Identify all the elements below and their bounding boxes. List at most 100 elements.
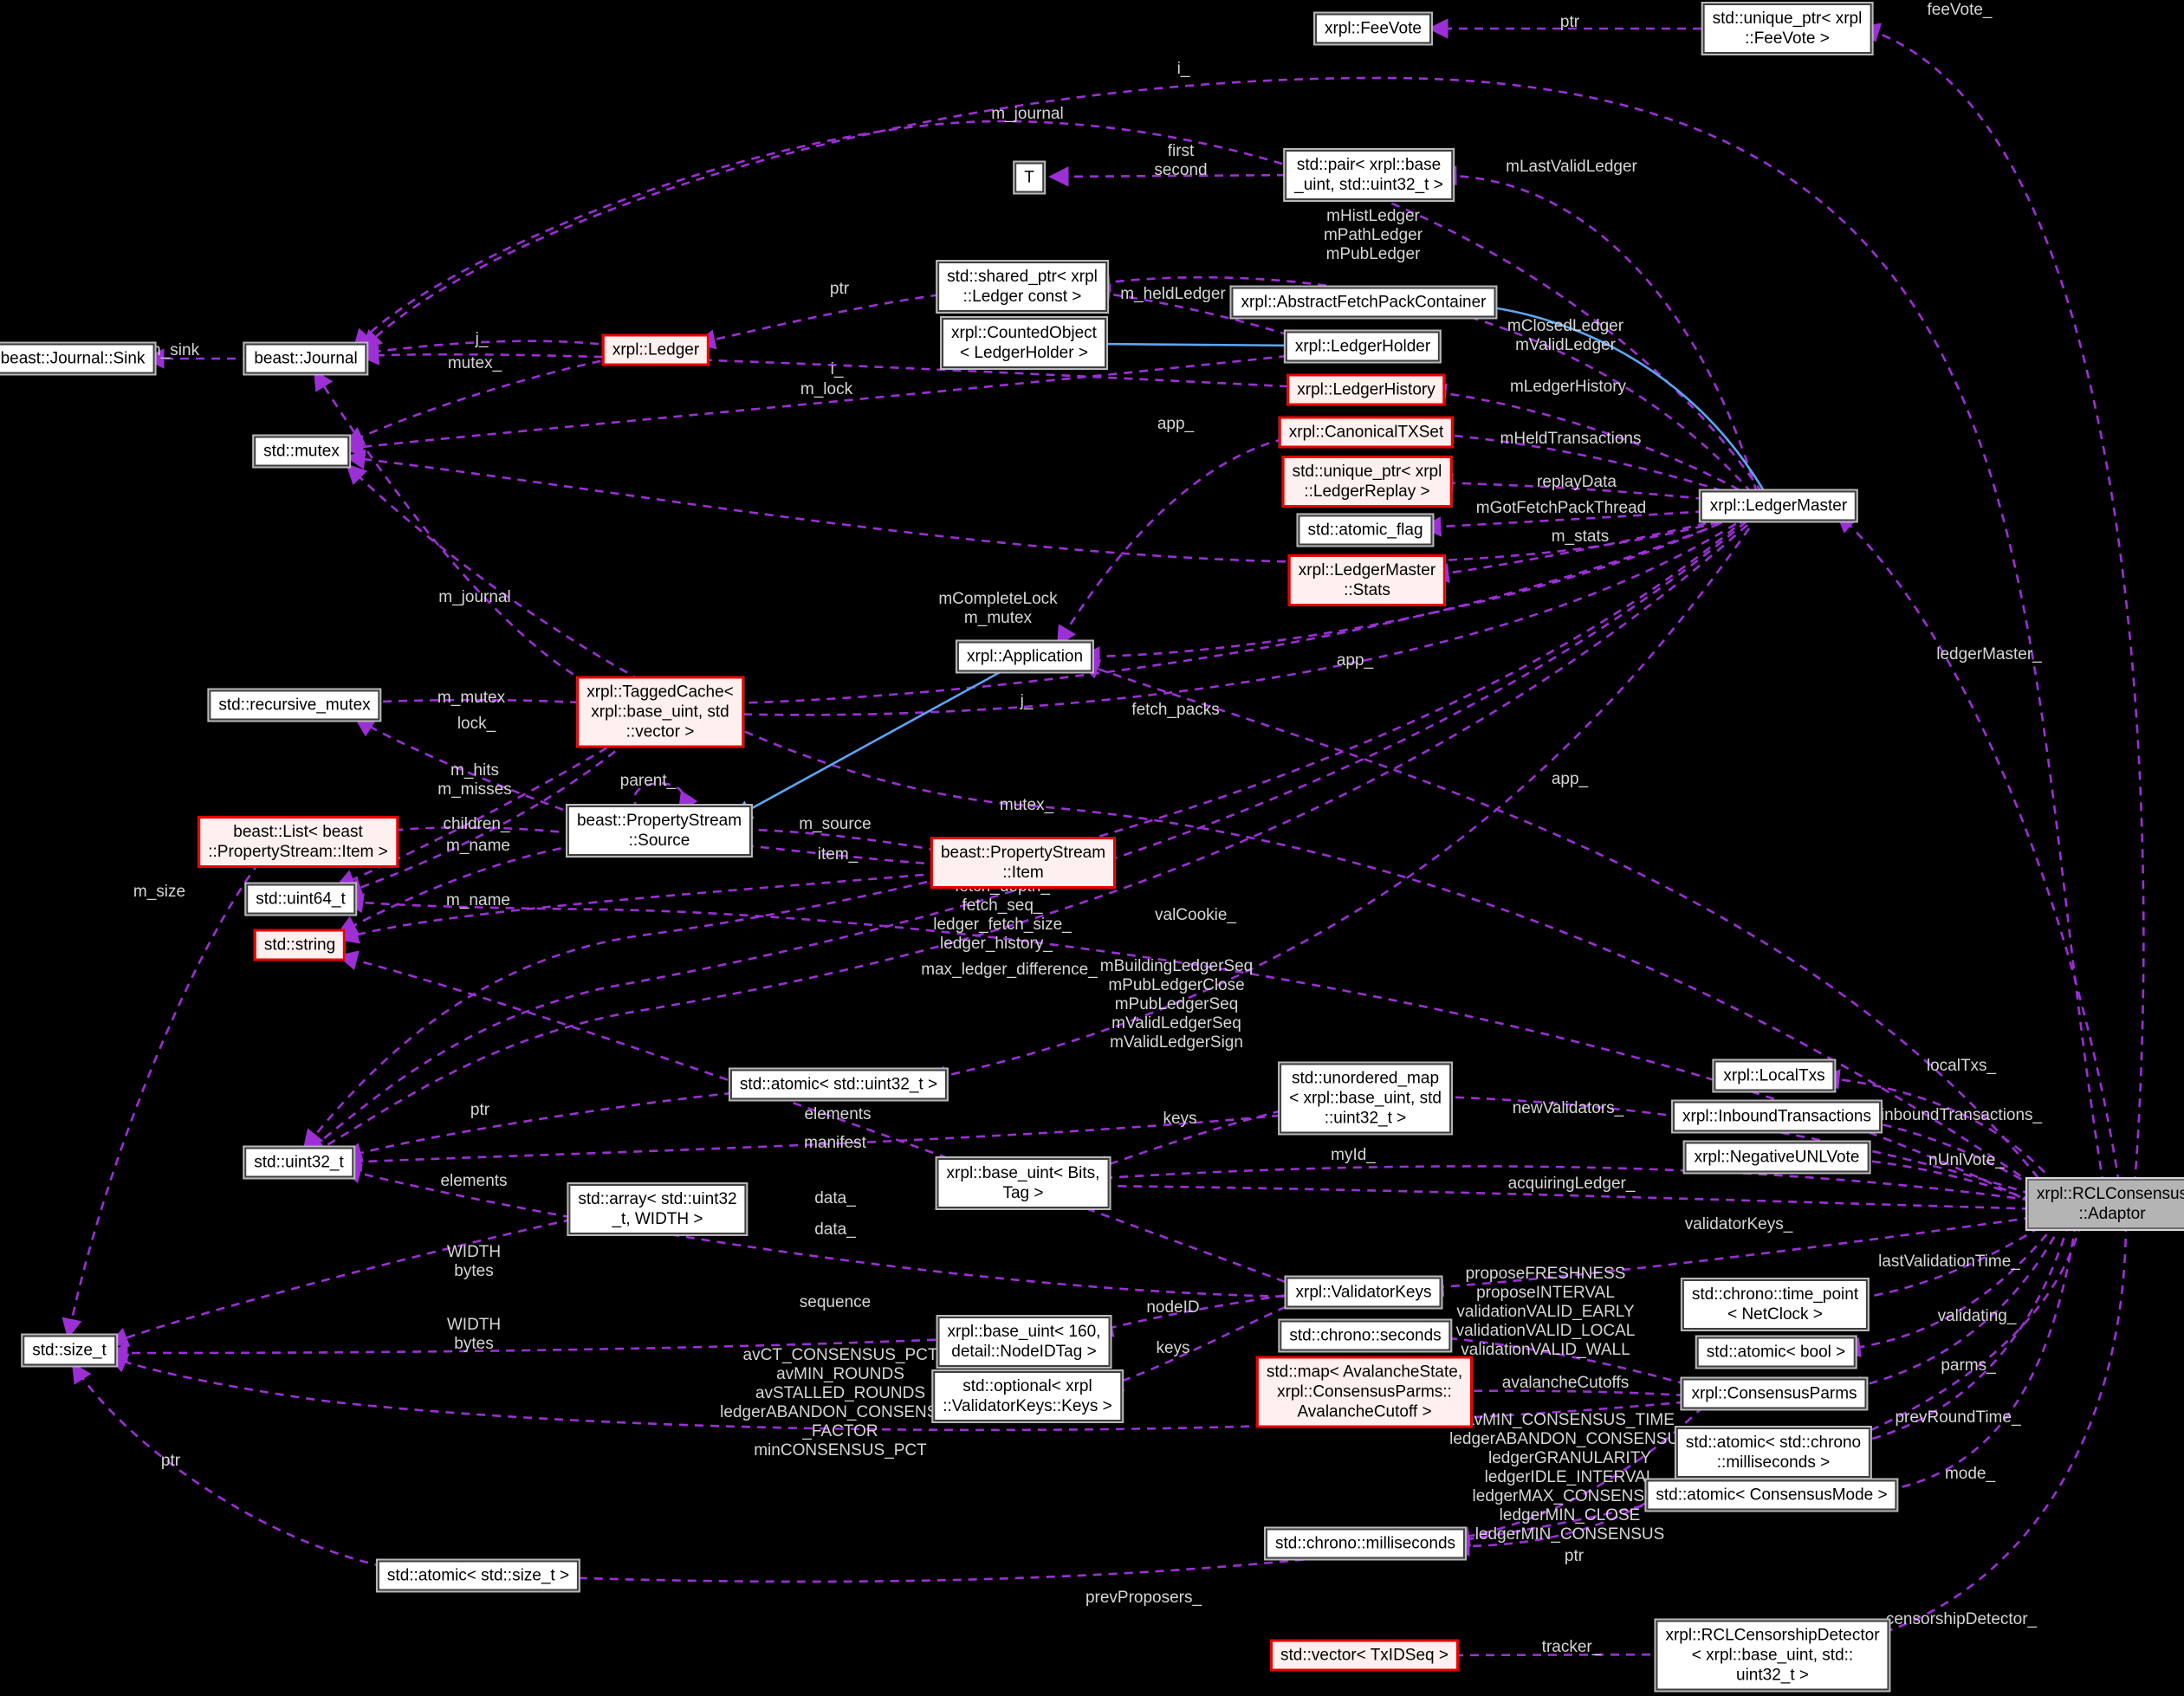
edge-label: elements [440, 1172, 508, 1190]
graph-edge [1087, 1175, 2047, 1211]
edge-label: mode_ [1944, 1465, 1996, 1483]
edge-label: i_ [1176, 60, 1190, 78]
edge-label: app_ [1157, 415, 1195, 433]
edge-label: mGotFetchPackThread [1475, 499, 1647, 517]
edge-label: avCT_CONSENSUS_PCT avMIN_ROUNDS avSTALLE… [720, 1346, 961, 1460]
graph-node-negative-unl-vote[interactable]: xrpl::NegativeUNLVote [1682, 1140, 1871, 1175]
graph-node-atomic-bool[interactable]: std::atomic< bool > [1695, 1335, 1857, 1369]
graph-edge [361, 76, 2105, 1186]
graph-node-ledger-master[interactable]: xrpl::LedgerMaster [1698, 489, 1859, 523]
graph-edge [353, 716, 593, 822]
graph-edge [1840, 1221, 2058, 1358]
graph-node-size-t[interactable]: std::size_t [21, 1333, 118, 1368]
edge-label: m_name [446, 837, 510, 855]
edge-label: replayData [1537, 473, 1617, 491]
graph-edge [358, 340, 615, 362]
graph-node-pair-baseuint[interactable]: std::pair< xrpl::base _uint, std::uint32… [1283, 148, 1455, 202]
graph-edge [303, 521, 1747, 1155]
graph-node-validator-keys[interactable]: xrpl::ValidatorKeys [1284, 1275, 1443, 1310]
edge-label: nUnlVote_ [1928, 1151, 2005, 1169]
graph-node-inbound-transactions[interactable]: xrpl::InboundTransactions [1671, 1099, 1883, 1134]
edge-label: fetch_packs [1131, 701, 1220, 719]
graph-node-sptr-ledger[interactable]: std::shared_ptr< xrpl ::Ledger const > [936, 260, 1109, 314]
graph-node-chrono-seconds[interactable]: std::chrono::seconds [1278, 1318, 1453, 1353]
graph-node-mutex[interactable]: std::mutex [252, 434, 351, 469]
graph-node-chrono-milliseconds[interactable]: std::chrono::milliseconds [1263, 1526, 1468, 1561]
edge-label: app_ [1336, 651, 1374, 670]
graph-node-time-point-netclock[interactable]: std::chrono::time_point < NetClock > [1680, 1278, 1870, 1331]
graph-node-ledger-history[interactable]: xrpl::LedgerHistory [1286, 373, 1446, 406]
graph-edge [338, 871, 956, 944]
graph-node-journal[interactable]: beast::Journal [243, 341, 369, 376]
graph-node-atomic-consensus-mode[interactable]: std::atomic< ConsensusMode > [1644, 1478, 1899, 1512]
graph-edge [1859, 23, 2145, 1186]
edge-label: avMIN_CONSENSUS_TIME ledgerABANDON_CONSE… [1449, 1411, 1690, 1544]
graph-edge [731, 669, 1004, 819]
graph-node-string[interactable]: std::string [253, 929, 347, 961]
graph-edge [1434, 1645, 1698, 1666]
graph-node-unordered-map[interactable]: std::unordered_map < xrpl::base_uint, st… [1278, 1061, 1453, 1136]
graph-node-base-uint-160[interactable]: xrpl::base_uint< 160, detail::NodeIDTag … [936, 1315, 1112, 1369]
graph-node-map-avalanche[interactable]: std::map< AvalancheState, xrpl::Consensu… [1255, 1356, 1474, 1428]
graph-node-consensus-parms[interactable]: xrpl::ConsensusParms [1680, 1376, 1869, 1411]
graph-edge [1428, 1328, 1702, 1390]
graph-node-uint32[interactable]: std::uint32_t [243, 1145, 355, 1180]
graph-node-tagged-cache[interactable]: xrpl::TaggedCache< xrpl::base_uint, std … [576, 676, 744, 748]
edge-label: inboundTransactions_ [1880, 1106, 2043, 1124]
edge-label: ptr [1559, 13, 1580, 31]
edge-label: censorshipDetector_ [1885, 1610, 2038, 1628]
graph-node-uptr-ledgerreplay[interactable]: std::unique_ptr< xrpl ::LedgerReplay > [1281, 456, 1453, 508]
edge-label: ptr [160, 1452, 181, 1470]
graph-edge [1423, 1214, 2049, 1298]
edge-label: keys [1163, 1110, 1197, 1128]
graph-node-base-uint-bits[interactable]: xrpl::base_uint< Bits, Tag > [935, 1156, 1111, 1210]
graph-node-uptr-feevote[interactable]: std::unique_ptr< xrpl ::FeeVote > [1701, 2, 1874, 55]
graph-node-uint64[interactable]: std::uint64_t [244, 882, 357, 916]
edge-label: avalancheCutoffs [1501, 1374, 1630, 1392]
graph-node-application[interactable]: xrpl::Application [955, 639, 1095, 674]
graph-node-adaptor[interactable]: xrpl::RCLConsensus ::Adaptor [2025, 1177, 2184, 1231]
graph-node-ps-item[interactable]: beast::PropertyStream ::Item [930, 837, 1117, 889]
edge-label: nodeID [1146, 1298, 1200, 1317]
graph-node-atomic-size-t[interactable]: std::atomic< std::size_t > [375, 1558, 581, 1593]
edge-label: feeVote_ [1927, 1, 1993, 19]
graph-node-atomic-flag[interactable]: std::atomic_flag [1296, 513, 1435, 547]
graph-node-ps-source[interactable]: beast::PropertyStream ::Source [565, 804, 754, 858]
graph-node-ledgermaster-stats[interactable]: xrpl::LedgerMaster ::Stats [1287, 554, 1447, 606]
edge-label: ptr [470, 1101, 490, 1119]
graph-node-journal-sink[interactable]: beast::Journal::Sink [0, 341, 157, 376]
graph-node-vector-txidseq[interactable]: std::vector< TxIDSeq > [1270, 1639, 1459, 1672]
graph-node-array-width[interactable]: std::array< std::uint32 _t, WIDTH > [567, 1182, 749, 1236]
graph-node-beast-list[interactable]: beast::List< beast ::PropertyStream::Ite… [198, 816, 399, 868]
graph-edge [1847, 1217, 2054, 1308]
graph-node-t[interactable]: T [1013, 160, 1046, 195]
edge-label: valCookie_ [1155, 906, 1236, 924]
graph-node-recursive-mutex[interactable]: std::recursive_mutex [207, 688, 382, 722]
graph-edge [62, 862, 261, 1339]
edge-label: m_lock [800, 380, 853, 398]
edge-label: mutex_ [999, 796, 1054, 814]
graph-node-local-txs[interactable]: xrpl::LocalTxs [1712, 1058, 1837, 1093]
graph-edge [334, 738, 621, 890]
graph-node-canonical-txset[interactable]: xrpl::CanonicalTXSet [1278, 416, 1455, 449]
edge-label: mLedgerHistory [1509, 378, 1627, 396]
edge-label: ledger_history_ [940, 935, 1053, 953]
graph-edge [723, 514, 1750, 725]
graph-edge [341, 741, 628, 897]
graph-node-optional-keys[interactable]: std::optional< xrpl ::ValidatorKeys::Key… [931, 1369, 1124, 1423]
edge-label: keys [1156, 1339, 1190, 1357]
edge-label: data_ [814, 1220, 856, 1239]
graph-node-atomic-uint32[interactable]: std::atomic< std::uint32_t > [728, 1067, 949, 1102]
graph-node-censorship-detector[interactable]: xrpl::RCLCensorshipDetector < xrpl::base… [1654, 1618, 1891, 1693]
graph-node-atomic-chrono-ms[interactable]: std::atomic< std::chrono ::milliseconds … [1674, 1426, 1873, 1479]
edge-label: prevProposers_ [1085, 1589, 1202, 1607]
graph-node-feevote[interactable]: xrpl::FeeVote [1313, 11, 1433, 46]
edge-label: m_mutex [437, 689, 506, 707]
graph-node-ledger-holder[interactable]: xrpl::LedgerHolder [1283, 329, 1442, 364]
graph-node-counted-object[interactable]: xrpl::CountedObject < LedgerHolder > [940, 316, 1108, 370]
edge-label: newValidators_ [1512, 1099, 1624, 1117]
graph-node-ledger[interactable]: xrpl::Ledger [601, 333, 710, 366]
edge-label: item_ [817, 845, 859, 864]
graph-node-abstract-fetchpack[interactable]: xrpl::AbstractFetchPackContainer [1229, 285, 1498, 320]
edge-label: j_ [1020, 692, 1034, 710]
